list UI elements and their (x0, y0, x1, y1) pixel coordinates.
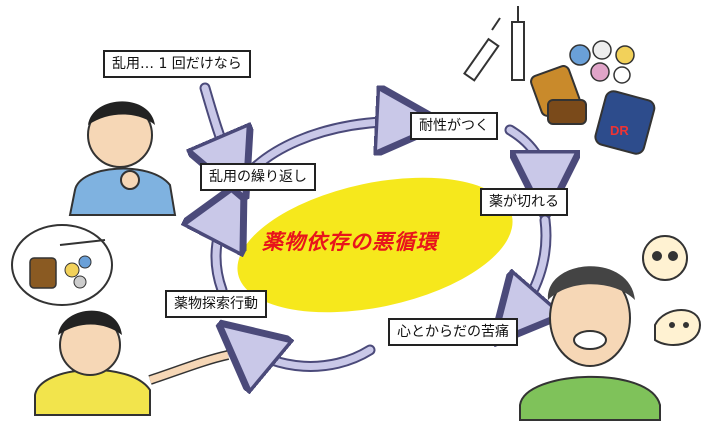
skull-icon (642, 235, 688, 281)
step-drug-seeking: 薬物探索行動 (165, 290, 267, 318)
center-ellipse (237, 177, 513, 313)
step-first-use: 乱用… 1 回だけなら (103, 50, 251, 78)
step-withdrawal: 薬が切れる (480, 188, 568, 216)
pill-bottles-icon: DR (530, 40, 656, 155)
cycle-arrows (205, 82, 546, 366)
diagram-title: 薬物依存の悪循環 (262, 230, 438, 254)
man-in-pain-illustration (519, 266, 661, 421)
pills-thought-bubble (11, 224, 113, 306)
boy-taking-pill-illustration (68, 101, 177, 216)
step-repeated-use: 乱用の繰り返し (200, 163, 316, 191)
syringe-icon (463, 17, 501, 82)
step-tolerance: 耐性がつく (410, 112, 498, 140)
boy-craving-illustration (34, 310, 230, 416)
syringe-icon-2 (511, 6, 525, 81)
ghost-icon (654, 309, 702, 346)
svg-text:DR: DR (610, 123, 629, 138)
step-mind-body-pain: 心とからだの苦痛 (388, 318, 518, 346)
